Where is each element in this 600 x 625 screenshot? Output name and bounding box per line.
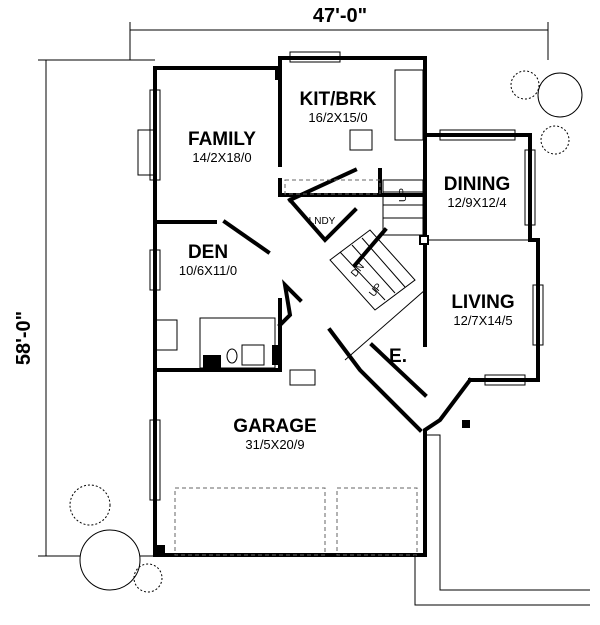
- garage-doors: [174, 487, 418, 556]
- room-den: DEN 10/6X11/0: [179, 242, 237, 278]
- fixtures: [137, 69, 424, 386]
- shrubs: [69, 70, 583, 593]
- room-garage: GARAGE 31/5X20/9: [233, 416, 316, 452]
- width-dimension: 47'-0": [129, 5, 549, 60]
- room-kitchen: KIT/BRK 16/2X15/0: [299, 89, 376, 125]
- room-dining: DINING 12/9X12/4: [444, 174, 511, 210]
- svg-text:14/2X18/0: 14/2X18/0: [192, 150, 251, 165]
- depth-dimension: 58'-0": [13, 59, 155, 557]
- svg-text:16/2X15/0: 16/2X15/0: [308, 110, 367, 125]
- entry-label: E.: [389, 346, 407, 367]
- svg-text:12/7X14/5: 12/7X14/5: [453, 313, 512, 328]
- svg-text:10/6X11/0: 10/6X11/0: [179, 263, 237, 278]
- windows: [149, 51, 544, 501]
- svg-text:12/9X12/4: 12/9X12/4: [447, 195, 506, 210]
- svg-text:DEN: DEN: [188, 242, 228, 263]
- room-family: FAMILY 14/2X18/0: [188, 129, 256, 165]
- depth-label: 58'-0": [13, 311, 35, 365]
- width-label: 47'-0": [313, 5, 367, 27]
- svg-text:DINING: DINING: [444, 174, 511, 195]
- svg-text:FAMILY: FAMILY: [188, 129, 256, 150]
- stairs: [329, 179, 426, 361]
- svg-text:KIT/BRK: KIT/BRK: [299, 89, 376, 110]
- svg-text:31/5X20/9: 31/5X20/9: [245, 437, 304, 452]
- svg-text:LIVING: LIVING: [451, 292, 514, 313]
- interior-walls: [153, 66, 530, 555]
- walkway: [425, 434, 590, 591]
- laundry-label: LNDY: [309, 216, 336, 227]
- svg-text:GARAGE: GARAGE: [233, 416, 316, 437]
- stair-up-label: UP: [398, 188, 409, 202]
- room-living: LIVING 12/7X14/5: [451, 292, 514, 328]
